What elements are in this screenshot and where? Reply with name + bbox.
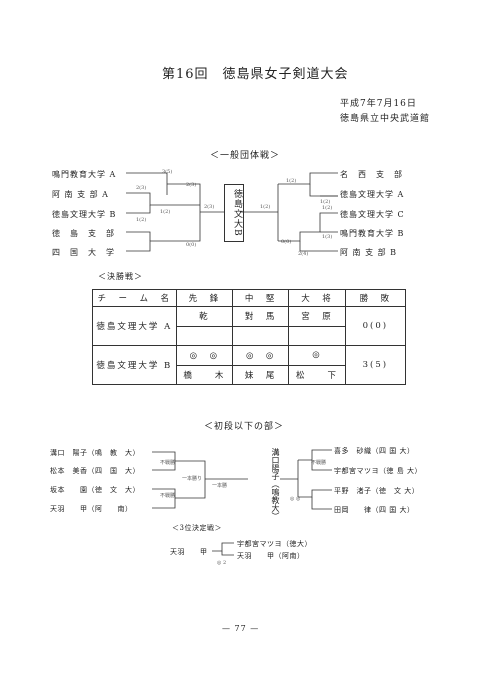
team-score-r3: 1(2) (260, 204, 271, 210)
event-venue: 徳島県立中央武道館 (340, 114, 431, 124)
right-team-1: 名 西 支 部 (340, 170, 403, 179)
team-score-l3: 2(3) (186, 182, 197, 188)
left-player-1: 溝口 陽子（鳴 教 大） (50, 449, 140, 457)
team-score-l4: 1(2) (136, 217, 147, 223)
right-team-4: 鳴門教育大学 B (340, 229, 405, 238)
right-player-4: 田岡 律（四 国 大） (334, 506, 415, 514)
individual-champion: 溝口陽子（鳴教大） (271, 448, 280, 520)
third-left-player: 天羽 甲 (170, 548, 208, 556)
left-player-4: 天羽 甲（阿 南） (50, 505, 133, 513)
team-a-taisho: 宮 原 (288, 306, 346, 327)
page-title: 第16回 徳島県女子剣道大会 (162, 67, 349, 82)
team-b-name: 徳島文理大学 B (92, 345, 177, 385)
right-player-3: 平野 渚子（徳 文 大） (334, 487, 420, 495)
event-date: 平成7年7月16日 (340, 99, 417, 109)
third-mark: ◎ 2 (217, 560, 227, 566)
team-score-l2: 2(3) (136, 185, 147, 191)
left-team-1: 鳴門教育大学 A (52, 170, 117, 179)
ind-mark-l2: 一本勝り (182, 476, 203, 482)
ind-mark-l3: 不戦勝 (160, 493, 176, 499)
left-player-2: 松本 美香（四 国 大） (50, 467, 140, 475)
ind-mark-r1: 不戦勝 (311, 460, 327, 466)
right-player-2: 宇都宮マツヨ（徳 島 大） (334, 467, 422, 475)
col-senpo: 先 鋒 (175, 289, 234, 307)
team-score-r7: 2(4) (298, 251, 309, 257)
team-champion: 徳島文大B (224, 184, 244, 242)
right-team-3: 徳島文理大学 C (340, 210, 405, 219)
table-row (93, 325, 406, 346)
right-player-1: 喜多 砂織（四 国 大） (334, 447, 415, 455)
left-team-2: 阿 南 支 部 A (52, 190, 109, 199)
left-team-4: 徳 島 支 部 (52, 229, 115, 238)
col-chuken: 中 堅 (232, 289, 290, 307)
team-score-r6: 0(0) (281, 239, 292, 245)
team-score-r5: 1(3) (322, 234, 333, 240)
final-heading: ＜決勝戦＞ (98, 272, 143, 281)
third-place-heading: ＜3位決定戦＞ (172, 524, 222, 532)
third-right-player-2: 天羽 甲（阿南） (237, 552, 305, 560)
right-team-2: 徳島文理大学 A (340, 190, 405, 199)
team-score-l6: 2(3) (204, 204, 215, 210)
team-score-r2: 1(2) (320, 199, 331, 205)
team-score-l7: 0(0) (186, 242, 197, 248)
team-b-senpo: 橋 木 (175, 364, 234, 385)
table-row: 徳島文理大学 B ◎ ◎ ◎ ◎ ◎ 3(5) (92, 345, 407, 385)
team-score-l5: 1(2) (160, 209, 171, 215)
individual-heading: ＜初段以下の部＞ (204, 422, 285, 432)
left-team-5: 四 国 大 学 (52, 248, 115, 257)
col-taisho: 大 将 (288, 289, 346, 307)
team-score-r4: 1(2) (322, 205, 333, 211)
team-b-taisho: 松 下 (288, 364, 346, 385)
table-row: 橋 木 妹 尾 松 下 (93, 364, 406, 385)
left-team-3: 徳島文理大学 B (52, 210, 117, 219)
team-score-l1: 3(5) (162, 169, 173, 175)
ind-mark-r2: ◎ ◎ (290, 496, 301, 502)
left-player-3: 坂本 園（徳 文 大） (50, 486, 140, 494)
ind-mark-l1: 不戦勝 (160, 460, 176, 466)
team-b-result: 3(5) (344, 345, 407, 385)
team-score-r1: 1(2) (286, 178, 297, 184)
third-right-player-1: 宇都宮マツヨ（徳大） (237, 540, 312, 548)
ind-mark-l4: 一本勝 (212, 483, 228, 489)
team-event-heading: ＜一般団体戦＞ (210, 151, 281, 161)
right-team-5: 阿 南 支 部 B (340, 248, 398, 257)
page-number: — 77 — (222, 624, 260, 633)
final-result-table: チ ー ム 名 先 鋒 中 堅 大 将 勝 敗 徳島文理大学 A 乾 對 馬 宮… (92, 289, 407, 385)
